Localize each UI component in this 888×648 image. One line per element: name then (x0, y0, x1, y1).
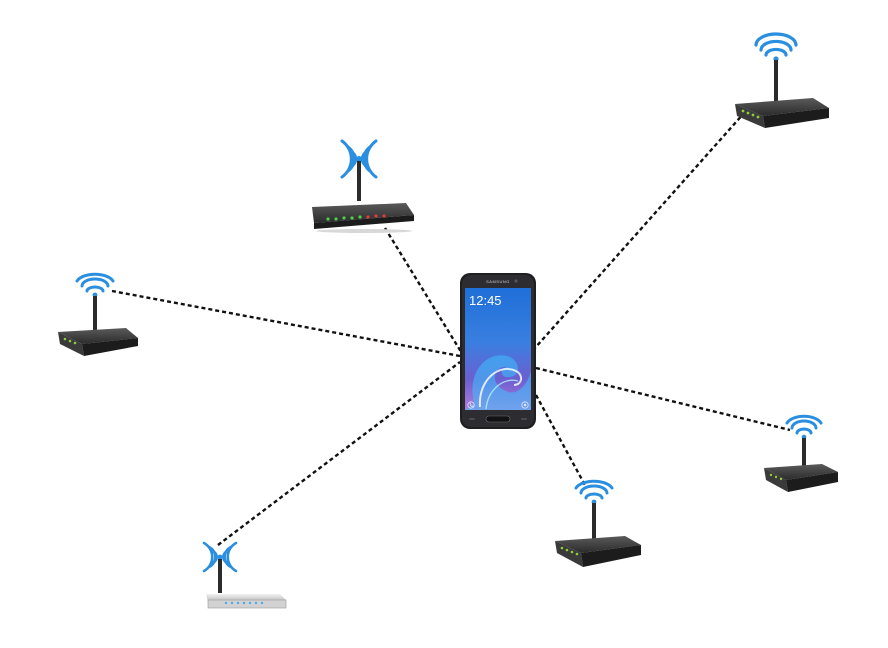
wifi-signal-icon (75, 272, 115, 298)
link-right (535, 366, 791, 432)
links (111, 111, 791, 546)
router-top-center[interactable] (312, 139, 414, 233)
wifi-router-icon (58, 328, 138, 356)
back-key-icon (469, 418, 475, 420)
antenna (357, 161, 361, 201)
link-bottom-center (534, 394, 588, 488)
link-bottom-left (217, 361, 461, 546)
phone-time: 12:45 (469, 293, 502, 308)
router-top-right[interactable] (735, 32, 829, 128)
router-bottom-left[interactable] (202, 541, 287, 609)
wifi-router-icon (735, 98, 829, 128)
phone-call-icon (467, 401, 475, 409)
link-top-right (534, 111, 746, 349)
wifi-signal-icon (574, 479, 614, 505)
wifi-signal-icon (202, 541, 238, 573)
wifi-router-icon (206, 594, 287, 609)
wifi-signal-icon (340, 139, 378, 179)
phone-brand: SAMSUNG (486, 279, 510, 284)
antenna (592, 503, 596, 541)
front-camera-icon (514, 279, 518, 283)
antenna (802, 438, 806, 468)
wifi-router-icon (555, 536, 641, 567)
wifi-router-icon (764, 464, 838, 492)
link-left (111, 289, 461, 358)
smartphone[interactable]: SAMSUNG 12:45 (460, 273, 536, 429)
wifi-signal-icon (785, 414, 823, 440)
router-right[interactable] (764, 414, 838, 492)
router-bottom-center[interactable] (555, 479, 641, 567)
recent-apps-key-icon (521, 418, 527, 420)
wifi-signal-icon (754, 32, 798, 62)
antenna (218, 559, 222, 593)
link-top-center (383, 227, 465, 356)
home-button[interactable] (485, 415, 511, 423)
router-left[interactable] (58, 272, 138, 356)
antenna (774, 60, 778, 102)
antenna (93, 296, 97, 332)
phone-camera-shortcut-icon (521, 401, 529, 409)
wifi-router-icon (312, 203, 414, 233)
